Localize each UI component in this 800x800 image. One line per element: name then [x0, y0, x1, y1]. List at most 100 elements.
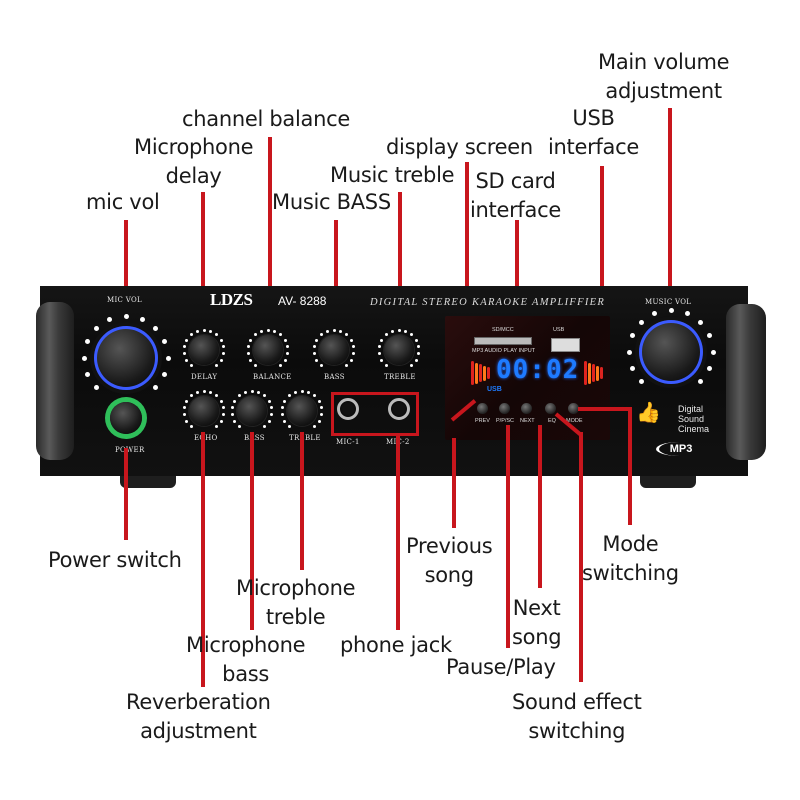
callout-text: Sound effect [512, 690, 642, 714]
echo-knob[interactable] [189, 396, 219, 426]
play-pause-button[interactable] [499, 403, 510, 414]
delay-label: DELAY [191, 373, 218, 381]
scale-dot [233, 399, 237, 403]
callout-text: Microphone [186, 633, 306, 657]
prev-button[interactable] [477, 403, 488, 414]
power-switch[interactable] [110, 402, 142, 434]
scale-dot [349, 358, 353, 362]
eq-button[interactable] [545, 403, 556, 414]
scale-dot [380, 338, 384, 342]
scale-dot [230, 412, 234, 416]
callout-text: adjustment [140, 719, 257, 743]
spectrum-bar [588, 362, 591, 384]
sd-card-slot[interactable] [474, 337, 532, 345]
callout-text: Mode [602, 532, 659, 556]
scale-dot [668, 307, 674, 313]
scale-dot [283, 399, 287, 403]
leader-line [465, 162, 469, 380]
mic-2-jack[interactable] [388, 398, 410, 420]
scale-dot [93, 385, 99, 391]
scale-dot [81, 355, 87, 361]
scale-dot [257, 390, 261, 394]
spectrum-bar [592, 364, 595, 382]
digital-sound-cinema-badge: Digital Sound Cinema [678, 404, 709, 434]
mic-bass-label: BASS [244, 434, 265, 442]
scale-dot [283, 338, 287, 342]
scale-dot [404, 329, 408, 333]
bass-knob[interactable] [319, 335, 349, 365]
scale-dot [189, 363, 193, 367]
scale-dot [279, 333, 283, 337]
callout-text: Pause/Play [446, 655, 556, 679]
scale-dot [230, 406, 234, 410]
scale-dot [410, 363, 414, 367]
scale-dot [222, 345, 226, 349]
lcd-source: USB [487, 386, 502, 393]
next-button[interactable] [521, 403, 532, 414]
scale-dot [185, 399, 189, 403]
pps-label: P/P/SC [496, 418, 515, 424]
sd-slot-label: SD/MCC [492, 327, 514, 333]
scale-dot [313, 394, 317, 398]
delay-knob[interactable] [189, 335, 219, 365]
scale-dot [189, 333, 193, 337]
scale-dot [410, 333, 414, 337]
badge-text: Sound [678, 414, 705, 424]
scale-dot [280, 412, 284, 416]
callout-text: treble [265, 605, 326, 629]
left-handle [36, 302, 74, 460]
scale-dot [417, 345, 421, 349]
callout-text: delay [165, 164, 222, 188]
scale-dot [332, 328, 336, 332]
usb-port[interactable] [551, 338, 580, 352]
treble-label: TREBLE [384, 373, 416, 381]
badge-text: Cinema [678, 424, 710, 434]
balance-knob[interactable] [253, 335, 283, 365]
scale-dot [313, 424, 317, 428]
scale-dot [319, 333, 323, 337]
scale-dot [182, 351, 186, 355]
scale-dot [182, 345, 186, 349]
callout-text: Microphone [134, 135, 254, 159]
model-number: AV- 8288 [278, 294, 327, 308]
scale-dot [185, 338, 189, 342]
scale-dot [307, 390, 311, 394]
mic-bass-knob[interactable] [237, 396, 267, 426]
mic-treble-knob[interactable] [287, 396, 317, 426]
scale-dot [345, 333, 349, 337]
mic-vol-knob[interactable] [94, 326, 158, 390]
callout-text: USB [572, 106, 615, 130]
scale-dot [237, 394, 241, 398]
scale-dot [263, 394, 267, 398]
leader-line [398, 192, 402, 342]
scale-dot [377, 345, 381, 349]
mp3-input-label: MP3 AUDIO PLAY INPUT [472, 348, 536, 354]
scale-dot [107, 316, 113, 322]
mic-1-jack[interactable] [337, 398, 359, 420]
scale-dot [253, 333, 257, 337]
leader-line [600, 166, 604, 318]
scale-dot [384, 363, 388, 367]
mode-button[interactable] [568, 403, 579, 414]
callout-text: song [512, 625, 562, 649]
callout-phone-jack: phone jack [340, 631, 452, 660]
scale-dot [202, 389, 206, 393]
music-vol-knob[interactable] [639, 320, 703, 384]
scale-dot [315, 338, 319, 342]
spectrum-bar [600, 367, 603, 379]
leader-line [201, 192, 205, 342]
scale-dot [377, 351, 381, 355]
treble-knob[interactable] [384, 335, 414, 365]
scale-dot [153, 325, 159, 331]
badge-text: Digital [678, 404, 704, 414]
callout-text: adjustment [605, 79, 722, 103]
brand-logo: LDZS [210, 290, 253, 309]
scale-dot [380, 358, 384, 362]
scale-dot [93, 325, 99, 331]
scale-dot [384, 333, 388, 337]
foot-left [120, 476, 176, 488]
